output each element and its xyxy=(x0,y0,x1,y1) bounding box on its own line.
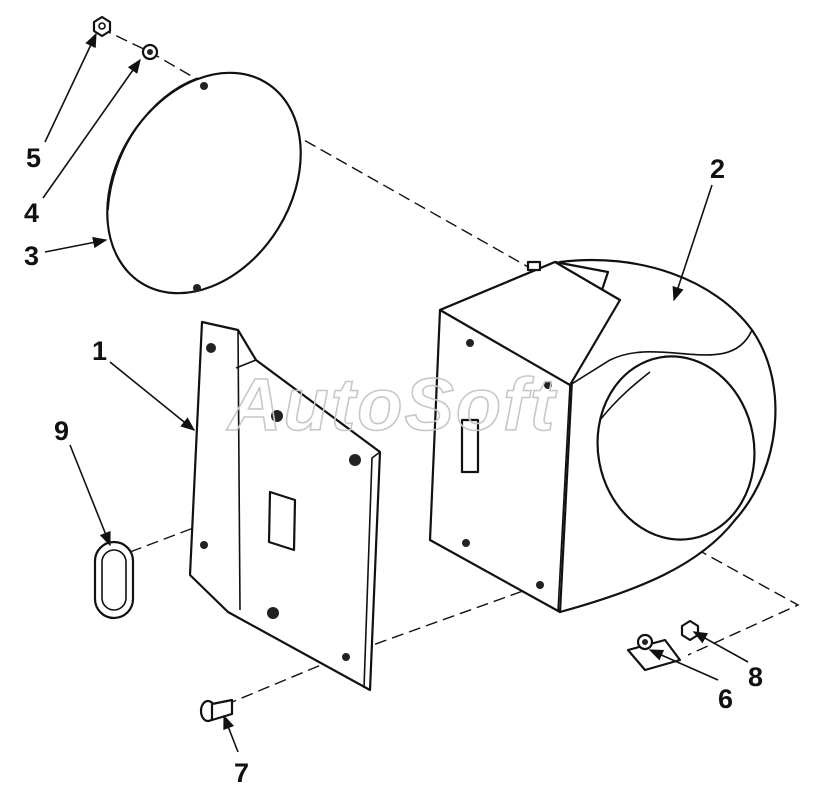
washer-part-4 xyxy=(141,43,159,61)
callout-1: 1 xyxy=(92,336,107,366)
nut-part-5 xyxy=(92,15,112,38)
callout-2: 2 xyxy=(710,154,725,184)
grommet-part-9 xyxy=(93,540,135,620)
leader-lines xyxy=(42,32,749,753)
callout-8: 8 xyxy=(748,662,763,692)
callout-7: 7 xyxy=(234,758,249,788)
callout-9: 9 xyxy=(54,416,69,446)
callout-3: 3 xyxy=(24,241,39,271)
callouts: 5 4 3 1 2 9 7 6 8 xyxy=(24,143,763,788)
callout-6: 6 xyxy=(718,684,733,714)
mounting-bracket xyxy=(188,320,382,692)
watermark-text: AutoSoft xyxy=(226,363,558,446)
callout-5: 5 xyxy=(26,143,41,173)
cover-plate xyxy=(106,71,302,295)
blower-housing xyxy=(428,258,777,614)
nut-part-8 xyxy=(680,619,700,642)
callout-4: 4 xyxy=(24,198,39,228)
bolt-part-7 xyxy=(199,698,234,723)
